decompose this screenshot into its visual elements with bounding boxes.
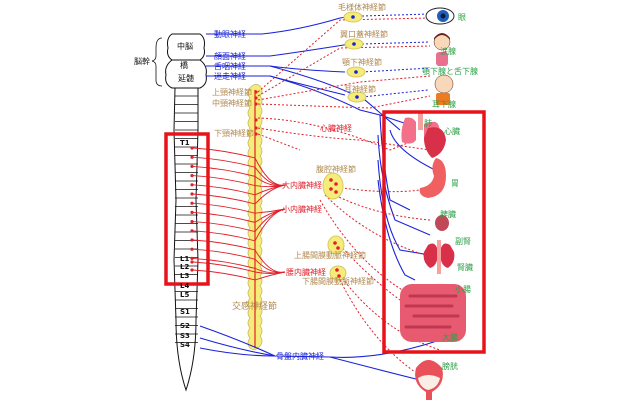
cardiac-nerve-label: 心臓神経 [320,123,352,133]
bladder-label: 膀胱 [442,361,458,371]
submandibular-ganglion-label: 顎下神経節 [342,57,382,67]
ganglia [322,11,367,281]
vertebra-label-l2: L2 [180,263,189,271]
cervical-ganglion-dot [254,118,258,122]
otic-ganglion-label: 耳神経節 [344,84,376,94]
superior-mesenteric-ganglion-label: 上腸間膜動脈神経節 [294,250,366,260]
spinal-nerve-dot [190,146,194,150]
vertebra-label-l3: L3 [180,272,189,280]
vertebra-label-l5: L5 [180,291,189,299]
superior-cervical-ganglion-label: 上頸神経節 [212,87,252,97]
pons-label: 橋 [180,60,188,70]
preganglionic-fiber [192,184,286,205]
spine-body [173,87,199,392]
parasympathetic-nerves [199,15,451,381]
greater-splanchnic-nerve-label: 大内臓神経 [282,180,322,190]
spinal-nerve-dot [190,192,194,196]
facial-nerve-label: 顔面神経 [214,51,246,61]
spinal-nerve-dot [190,155,194,159]
spinal-nerve-dot [190,260,194,264]
pelvic-splanchnic-nerve-label: 骨盤内臓神経 [276,351,324,361]
inferior-mesenteric-ganglion [329,265,347,281]
vertebra-label-l4: L4 [180,282,189,290]
lumbar-splanchnic-nerve-label: 腰内臓神経 [286,267,326,277]
sympathetic-ganglia-label: 交感神経節 [232,300,277,312]
spleen-label: 脾臓 [440,209,456,219]
heart-illustration [424,127,446,158]
thoracolumbar-highlight-box [164,132,210,286]
labels: 脳幹 中脳 橋 延髄 動眼神経 顔面神経 舌咽神経 迷走神経 毛様体神経節 翼口… [134,2,478,371]
lung-label: 肺 [424,119,432,128]
brainstem-brace [151,37,163,87]
cervical-ganglion-dot [254,132,258,136]
vagus-nerve-label: 迷走神経 [214,71,246,81]
parasympathetic-postganglionic [361,13,431,98]
spinal-column [151,33,207,392]
spinal-nerve-dot [190,229,194,233]
celiac-ganglion [322,172,344,200]
oculomotor-nerve-label: 動眼神経 [214,29,246,39]
large-intestine-label: 大腸 [442,332,458,342]
adrenal-label: 副腎 [455,237,471,246]
kidney-label: 腎臓 [457,262,473,272]
cervical-ganglion-dot [254,126,258,130]
spleen-illustration [435,215,449,231]
kidney-left [423,243,438,268]
middle-cervical-ganglion-label: 中頸神経節 [212,98,252,108]
spinal-nerve-dot [190,268,194,272]
preganglionic-fiber [192,269,286,281]
organs-highlight-box [382,110,486,354]
spinal-nerve-dot [190,174,194,178]
pterygopalatine-ganglion-label: 翼口蓋神経節 [340,29,388,39]
spinal-nerve-dot [190,238,194,242]
inferior-cervical-ganglion-label: 下頸神経節 [214,128,254,138]
organs [400,7,466,400]
pons-medulla-shape [165,59,207,89]
vertebra-label-s3: S3 [180,332,190,340]
spinal-nerve-dot [190,201,194,205]
submandibular-sublingual-label: 顎下腺と舌下腺 [422,66,478,76]
spinal-nerve-dot [190,210,194,214]
spinal-nerve-dot [190,220,194,224]
eye-label: 眼 [458,13,466,22]
vertebra-label-t1: T1 [180,139,190,147]
kidney-right [440,243,455,268]
vertebra-label-s2: S2 [180,322,190,330]
glossopharyngeal-nerve-label: 舌咽神経 [214,61,246,71]
preganglionic-fiber [192,208,286,242]
cervical-ganglion-dot [254,102,258,106]
inferior-mesenteric-ganglion-label: 下腸間膜動脈神経節 [302,276,374,286]
vertebra-label-s1: S1 [180,308,190,316]
spinal-nerve-dot [190,164,194,168]
cervical-ganglion-dot [254,96,258,100]
vertebra-label-s4: S4 [180,341,190,349]
spinal-nerve-dot [190,247,194,251]
brainstem-label: 脳幹 [134,56,150,66]
superior-mesenteric-ganglion [327,235,345,255]
midbrain-label: 中脳 [177,41,193,51]
vertebra-label-l1: L1 [180,255,189,263]
stomach-label: 胃 [451,179,459,188]
heart-label: 心臓 [444,126,460,136]
small-intestine-label: 小腸 [455,285,471,294]
lesser-splanchnic-nerve-label: 小内臓神経 [282,204,322,214]
celiac-ganglion-label: 腹腔神経節 [316,164,356,174]
parotid-gland-label: 耳下腺 [432,99,456,109]
cervical-ganglion-dot [254,90,258,94]
salivary-face [434,74,454,94]
sympathetic-preganglionic [192,147,286,281]
spinal-nerve-dot [190,256,194,260]
medulla-label: 延髄 [178,73,194,83]
lung-illustration [401,117,416,144]
lacrimal-gland-label: 涙腺 [440,46,456,56]
stomach-illustration [419,158,446,198]
ciliary-ganglion-label: 毛様体神経節 [338,2,386,12]
spinal-nerve-dot [190,183,194,187]
